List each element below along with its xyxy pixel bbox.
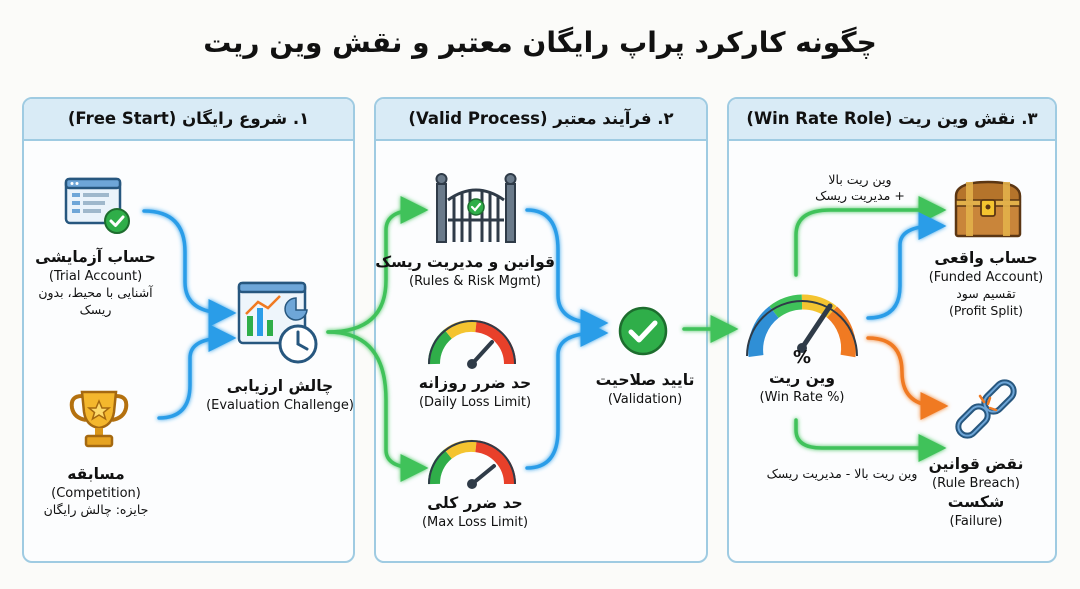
- panel-valid-process: ۲. فرآیند معتبر (Valid Process): [374, 97, 708, 563]
- evaluation-label: چالش ارزیابی (Evaluation Challenge): [200, 376, 360, 414]
- funded-note: تقسیم سود: [956, 286, 1016, 302]
- lower-edge-note: وین ریت بالا - مدیریت ریسک: [766, 466, 918, 481]
- edge-winrate-to-funded: [794, 196, 947, 277]
- edge-winrate-to-breach-2: [794, 418, 947, 462]
- edge-trial-to-evaluation: [142, 209, 237, 327]
- trial-account-note: آشنایی با محیط، بدون: [38, 285, 153, 301]
- gate-check-icon: [435, 173, 517, 243]
- failure-en: (Failure): [949, 514, 1003, 530]
- panel-title: ۱. شروع رایگان (Free Start): [67, 109, 310, 128]
- competition-en: (Competition): [51, 485, 141, 501]
- funded-fa: حساب واقعی: [934, 249, 1038, 267]
- panel-header: ۳. نقش وین ریت (Win Rate Role): [729, 99, 1055, 141]
- edge-winrate-to-breach: [866, 336, 949, 420]
- trial-account-note-2: ریسک: [79, 302, 112, 318]
- panel-title: ۲. فرآیند معتبر (Valid Process): [408, 109, 674, 128]
- upper-edge-note-line1: وین ریت بالا: [828, 172, 892, 187]
- max-loss-fa: حد ضرر کلی: [427, 494, 523, 512]
- trial-account-label: حساب آزمایشی (Trial Account) آشنایی با م…: [28, 247, 163, 319]
- upper-edge-note: وین ریت بالا + مدیریت ریسک: [800, 172, 920, 205]
- trial-account-fa: حساب آزمایشی: [35, 248, 156, 266]
- daily-loss-en: (Daily Loss Limit): [418, 394, 532, 410]
- edge-winrate-to-funded-2: [866, 212, 947, 320]
- edge-competition-to-evaluation: [157, 324, 237, 420]
- panel-header: ۲. فرآیند معتبر (Valid Process): [376, 99, 706, 141]
- win-rate-en: (Win Rate %): [759, 389, 845, 405]
- gauge-icon: [428, 439, 516, 489]
- dashboard-chart-clock-icon: [237, 281, 318, 364]
- edge-evaluation-to-rules: [326, 196, 429, 334]
- max-loss-en: (Max Loss Limit): [421, 514, 529, 530]
- panel-header: ۱. شروع رایگان (Free Start): [24, 99, 353, 141]
- rules-en: (Rules & Risk Mgmt): [409, 273, 541, 289]
- validation-en: (Validation): [607, 391, 683, 407]
- competition-fa: مسابقه: [67, 465, 125, 483]
- validation-fa: تایید صلاحیت: [595, 371, 695, 389]
- failure-fa: شکست: [947, 493, 1005, 512]
- daily-loss-label: حد ضرر روزانه (Daily Loss Limit): [395, 373, 555, 411]
- evaluation-fa: چالش ارزیابی: [226, 377, 334, 395]
- page-title: چگونه کارکرد پراپ رایگان معتبر و نقش وین…: [203, 26, 877, 59]
- win-rate-label: وین ریت (Win Rate %): [740, 368, 864, 406]
- gauge-icon: [428, 319, 516, 369]
- breach-fa: نقض قوانین: [928, 455, 1024, 473]
- breach-en: (Rule Breach): [932, 475, 1020, 491]
- win-rate-fa: وین ریت: [769, 369, 835, 387]
- competition-note: جایزه: چالش رایگان: [43, 502, 149, 518]
- trophy-icon: [69, 390, 129, 448]
- funded-note-2: (Profit Split): [948, 303, 1024, 319]
- evaluation-en: (Evaluation Challenge): [206, 397, 354, 413]
- funded-en: (Funded Account): [928, 269, 1044, 285]
- trial-account-en: (Trial Account): [48, 268, 143, 284]
- win-rate-gauge-icon: [746, 294, 858, 358]
- treasure-chest-icon: [954, 180, 1022, 238]
- check-circle-icon: [618, 306, 668, 356]
- max-loss-label: حد ضرر کلی (Max Loss Limit): [395, 493, 555, 531]
- browser-window-check-icon: [64, 177, 130, 234]
- edge-rules-to-validation: [525, 208, 609, 337]
- edge-evaluation-to-max: [326, 330, 429, 482]
- breach-label: نقض قوانین (Rule Breach) شکست (Failure): [916, 454, 1036, 531]
- daily-loss-fa: حد ضرر روزانه: [418, 374, 532, 392]
- broken-chain-icon: [955, 379, 1017, 439]
- upper-edge-note-line2: + مدیریت ریسک: [815, 188, 905, 204]
- rules-label: قوانین و مدیریت ریسک (Rules & Risk Mgmt): [375, 252, 555, 290]
- edge-max-to-validation: [525, 319, 609, 470]
- rules-fa: قوانین و مدیریت ریسک: [375, 253, 555, 271]
- funded-label: حساب واقعی (Funded Account) تقسیم سود (P…: [918, 248, 1054, 320]
- panel-title: ۳. نقش وین ریت (Win Rate Role): [746, 109, 1038, 128]
- validation-label: تایید صلاحیت (Validation): [585, 370, 705, 408]
- win-rate-symbol: %: [792, 347, 812, 368]
- competition-label: مسابقه (Competition) جایزه: چالش رایگان: [32, 464, 160, 519]
